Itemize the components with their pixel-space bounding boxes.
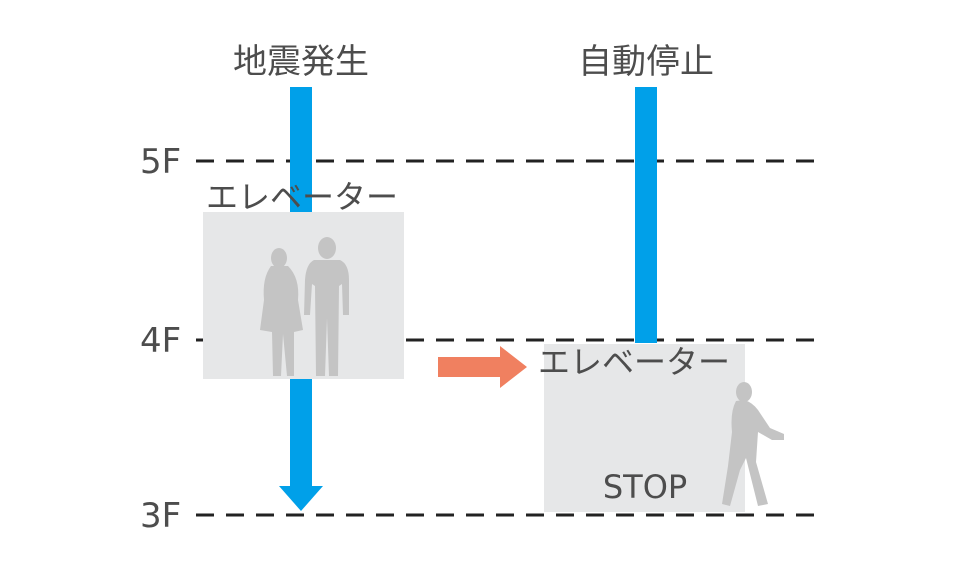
floor-label-3f: 3F <box>140 496 181 536</box>
heading-auto-stop: 自動停止 <box>578 42 714 82</box>
elevator-label-left: エレベーター <box>206 178 398 216</box>
floor-label-5f: 5F <box>140 142 181 182</box>
left-shaft-lower <box>290 378 312 490</box>
heading-earthquake: 地震発生 <box>233 42 369 82</box>
elevator-label-right: エレベーター <box>538 343 730 381</box>
left-shaft-upper <box>290 87 312 213</box>
elevator-car-left <box>203 212 404 379</box>
floor-label-4f: 4F <box>140 321 181 361</box>
elevator-car-right <box>544 344 745 512</box>
standing-couple-icon <box>260 237 349 376</box>
right-shaft <box>635 87 657 343</box>
stop-label: STOP <box>603 468 687 506</box>
down-arrow-head-icon <box>279 486 323 511</box>
right-arrow-icon <box>438 346 527 388</box>
walking-woman-icon <box>722 382 784 506</box>
